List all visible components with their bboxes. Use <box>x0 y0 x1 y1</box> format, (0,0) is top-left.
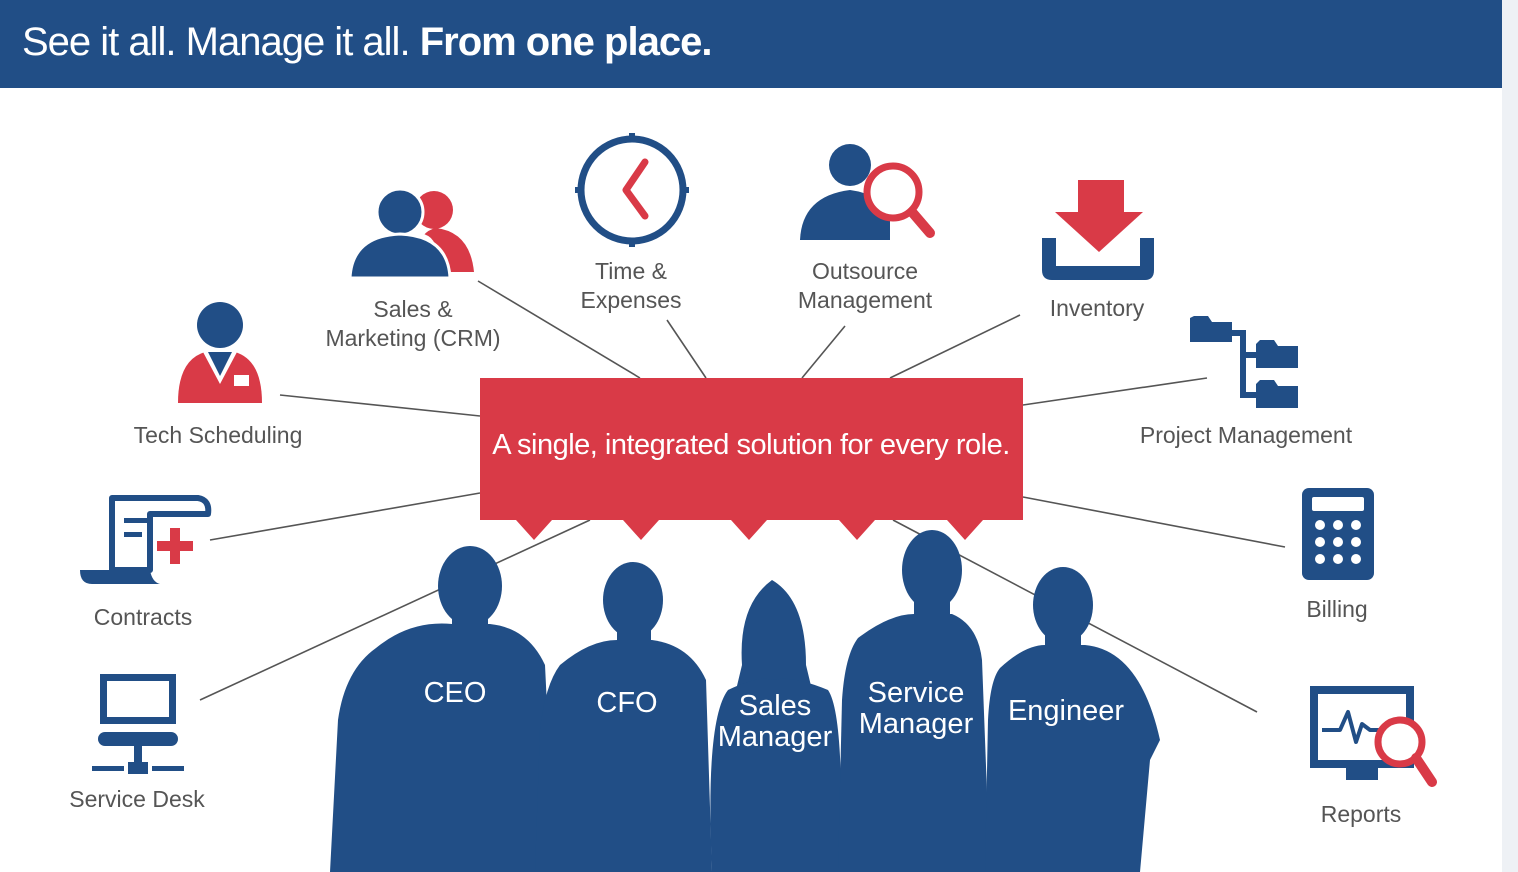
people-icon <box>348 187 474 280</box>
label-reports: Reports <box>1320 801 1402 827</box>
header-bar: See it all. Manage it all. From one plac… <box>0 0 1502 88</box>
label-project-management: Project Management <box>1139 422 1353 448</box>
connector-service-desk <box>199 519 591 701</box>
cfo-silhouette <box>535 562 712 872</box>
title-bold: From one place. <box>419 20 713 64</box>
role-ceo: CEO <box>423 677 487 709</box>
networked-computer-icon <box>92 674 184 774</box>
connector-contracts <box>209 492 481 541</box>
clock-icon <box>575 133 689 247</box>
label-sales-marketing: Sales &Marketing (CRM) <box>325 296 501 351</box>
connector-inventory <box>889 314 1021 379</box>
center-banner <box>480 378 1023 540</box>
label-billing: Billing <box>1306 596 1368 622</box>
title-regular: See it all. Manage it all. <box>22 20 411 64</box>
people-silhouettes <box>330 530 1160 872</box>
page-title: See it all. Manage it all. From one plac… <box>22 18 713 66</box>
page-edge <box>1502 0 1518 872</box>
person-search-icon <box>800 144 935 240</box>
monitor-search-icon <box>1310 686 1437 787</box>
service-manager-silhouette <box>838 530 990 872</box>
engineer-silhouette <box>985 567 1160 872</box>
connector-lines <box>199 280 1286 713</box>
connector-tech-scheduling <box>279 394 481 417</box>
contract-scroll-icon <box>80 495 212 584</box>
connector-time-expenses <box>666 319 707 379</box>
label-time-expenses: Time &Expenses <box>580 258 682 313</box>
center-banner-text: A single, integrated solution for every … <box>492 429 1010 461</box>
label-contracts: Contracts <box>93 604 193 630</box>
sales-manager-silhouette <box>710 580 842 872</box>
label-tech-scheduling: Tech Scheduling <box>133 422 303 448</box>
connector-project-management <box>1022 377 1208 406</box>
label-service-desk: Service Desk <box>69 786 205 812</box>
connector-billing <box>1022 496 1286 548</box>
label-inventory: Inventory <box>1049 295 1145 321</box>
connector-outsource-management <box>801 325 846 379</box>
role-engineer: Engineer <box>1007 695 1125 727</box>
download-tray-icon <box>1042 180 1154 280</box>
connector-sales-marketing <box>477 280 641 379</box>
calculator-icon <box>1302 488 1374 580</box>
folder-tree-icon <box>1190 316 1298 408</box>
role-cfo: CFO <box>596 687 658 719</box>
ceo-silhouette <box>330 546 555 872</box>
technician-icon <box>178 302 262 403</box>
